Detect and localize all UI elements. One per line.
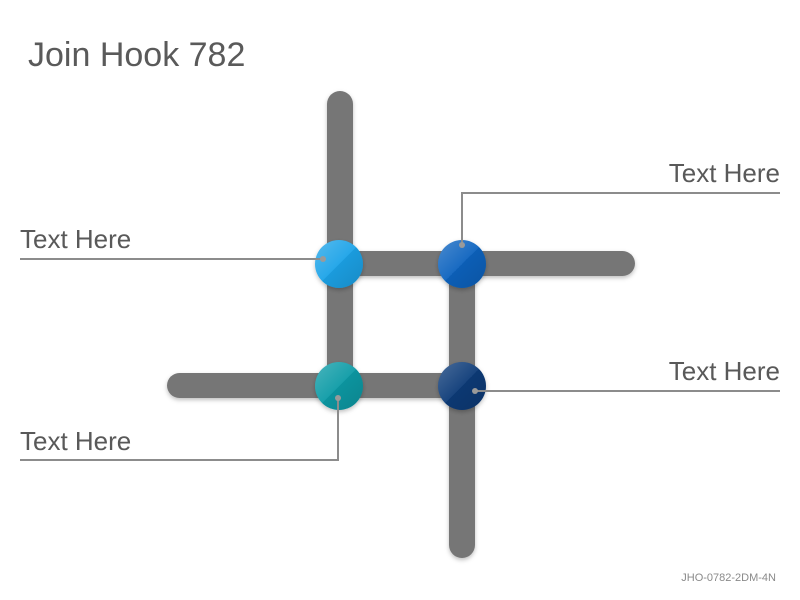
- leader-dot-bottom-left: [335, 395, 341, 401]
- callout-top-right: Text Here: [668, 158, 780, 188]
- leader-dots: [320, 242, 478, 401]
- node-top-left: [315, 240, 363, 288]
- leader-line-bottom-left: [20, 398, 339, 461]
- nodes: [315, 240, 486, 410]
- footer-code: JHO-0782-2DM-4N: [681, 572, 776, 584]
- callout-bottom-right: Text Here: [668, 356, 780, 386]
- leader-dot-top-right: [459, 242, 465, 248]
- leader-line-top-right: [461, 192, 780, 245]
- node-top-right: [438, 240, 486, 288]
- node-bottom-right: [438, 362, 486, 410]
- leader-lines: [20, 192, 780, 461]
- leader-dot-bottom-right: [472, 388, 478, 394]
- callout-bottom-left: Text Here: [20, 426, 132, 456]
- callout-top-left: Text Here: [20, 224, 132, 254]
- leader-dot-top-left: [320, 256, 326, 262]
- node-bottom-left: [315, 362, 363, 410]
- bars: [167, 91, 635, 558]
- page-title: Join Hook 782: [28, 36, 246, 74]
